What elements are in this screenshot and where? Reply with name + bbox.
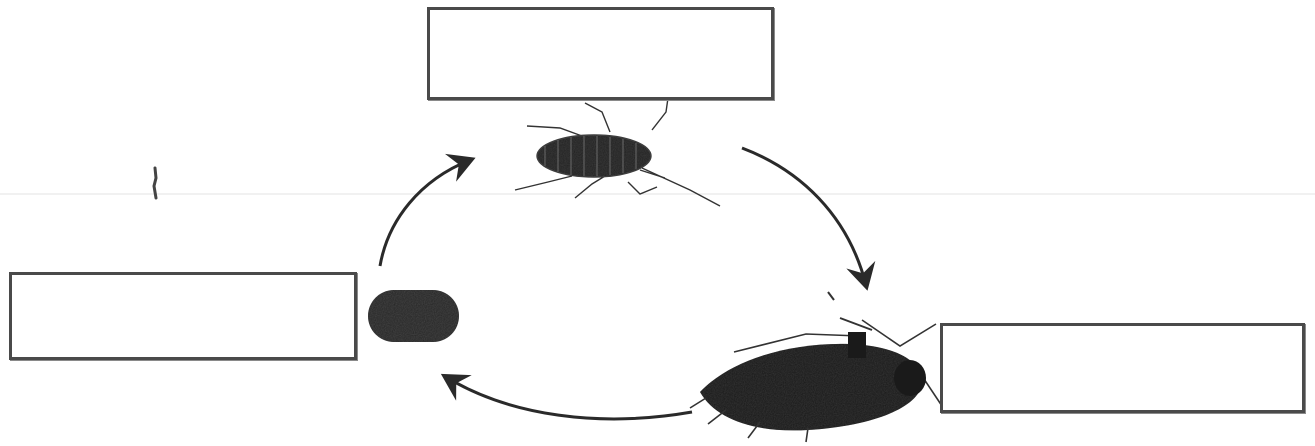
nymph-image [515, 98, 720, 206]
adult-cockroach-image [690, 292, 942, 442]
arrow-top-to-right [742, 148, 866, 285]
arrow-left-to-top [380, 160, 470, 266]
arrow-right-to-left [446, 377, 692, 419]
stage-label-box-top[interactable] [427, 7, 774, 100]
stray-mark [154, 168, 156, 198]
stage-label-box-right[interactable] [940, 323, 1305, 413]
egg-case-image [368, 290, 459, 342]
stage-label-box-left[interactable] [9, 272, 357, 360]
